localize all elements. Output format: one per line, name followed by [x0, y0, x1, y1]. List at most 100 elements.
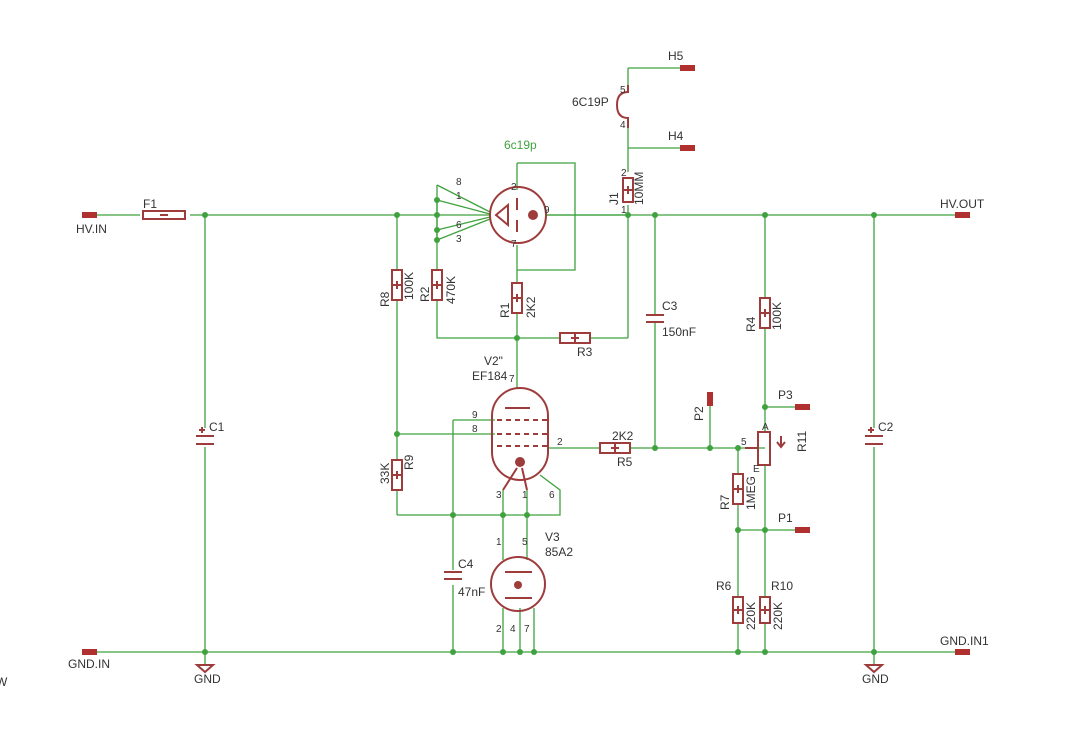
wires	[97, 67, 955, 665]
port-p1: P1	[778, 511, 793, 525]
c1-name: C1	[209, 420, 225, 434]
heater-value: 6C19P	[572, 95, 609, 109]
r4-name: R4	[744, 316, 758, 332]
r9-value: 33K	[378, 463, 392, 484]
port-p2: P2	[692, 406, 706, 421]
r10-value: 220K	[771, 602, 785, 630]
port-h5: H5	[668, 49, 684, 63]
r3-name: R3	[577, 345, 593, 359]
r2-value: 470K	[444, 276, 458, 304]
capacitor-c3	[646, 314, 664, 323]
pin-number: 4	[620, 120, 626, 131]
c2-name: C2	[878, 420, 894, 434]
resistor-r9	[391, 459, 403, 491]
pin-number: 7	[524, 624, 530, 635]
j1-value: 10MM	[632, 172, 646, 205]
pin-number: 3	[496, 490, 502, 501]
pin-number: 1	[496, 537, 502, 548]
pin-number: A	[762, 422, 769, 433]
capacitor-c4	[444, 571, 462, 580]
trimmer-r11	[745, 431, 786, 466]
r11-name: R11	[795, 431, 809, 452]
resistor-r8	[391, 269, 403, 301]
pin-number: 9	[472, 410, 478, 421]
resistor-r2	[431, 269, 443, 301]
j1-name: J1	[607, 192, 621, 205]
fuse-f1	[142, 210, 186, 220]
r5-value: 2K2	[612, 429, 634, 443]
pin-number: 6	[549, 490, 555, 501]
tube-v3	[490, 556, 546, 612]
pin-number: 2	[496, 624, 502, 635]
r5-name: R5	[617, 455, 633, 469]
capacitor-c1	[196, 427, 214, 445]
r7-value: 1MEG	[744, 476, 758, 510]
v3-name: V3	[545, 530, 560, 544]
gnd-label-right: GND	[862, 672, 889, 686]
pin-number: 7	[509, 374, 515, 385]
port-hv-out: HV.OUT	[940, 197, 985, 211]
v3-value: 85A2	[545, 545, 573, 559]
r7-name: R7	[718, 494, 732, 510]
pin-numbers: 8 1 6 3 2 9 7 5 4 2 1 7 9 8 2 3 1 6 1 5 …	[456, 85, 769, 635]
junction-dots	[202, 197, 877, 655]
r1-name: R1	[498, 302, 512, 318]
pin-number: 2	[557, 437, 563, 448]
pin-number: 1	[522, 490, 528, 501]
resistor-r6	[732, 596, 744, 624]
c3-value: 150nF	[662, 325, 696, 339]
pin-number: 6	[456, 220, 462, 231]
r1-value: 2K2	[524, 296, 538, 318]
f1-name: F1	[143, 197, 157, 211]
r6-name: R6	[716, 579, 732, 593]
resistor-r7	[732, 473, 744, 505]
tube-top-name: 6c19p	[504, 138, 537, 152]
pin-number: 7	[511, 239, 517, 250]
resistor-r5	[599, 442, 631, 454]
port-gnd-in: GND.IN	[68, 657, 110, 671]
gnd-label-left: GND	[194, 672, 221, 686]
port-h4: H4	[668, 129, 684, 143]
port-p3: P3	[778, 388, 793, 402]
component-labels: F1 C1 C2 C3 150nF C4 47nF R8 100K R2 470…	[143, 95, 894, 630]
pin-number: 2	[511, 182, 517, 193]
port-gnd-in1: GND.IN1	[940, 634, 989, 648]
resistor-r4	[759, 297, 771, 329]
pin-number: 5	[522, 537, 528, 548]
heater-coil	[615, 85, 629, 128]
pin-number: 1	[456, 191, 462, 202]
c4-name: C4	[458, 557, 474, 571]
edge-fragment: W	[0, 675, 8, 689]
capacitor-c2	[865, 427, 883, 445]
r8-name: R8	[378, 291, 392, 307]
v2-value: EF184	[472, 369, 508, 383]
port-hv-in: HV.IN	[76, 222, 107, 236]
resistor-r3	[559, 332, 591, 344]
r10-name: R10	[771, 579, 793, 593]
c4-value: 47nF	[458, 585, 485, 599]
pin-number: E	[753, 464, 760, 475]
pin-number: 2	[621, 168, 627, 179]
pin-number: 1	[621, 205, 627, 216]
port-labels: HV.IN GND.IN HV.OUT GND.IN1 H5 H4 P3 P1 …	[0, 49, 989, 689]
port-pads	[82, 65, 970, 655]
r8-value: 100K	[402, 272, 416, 300]
resistor-r10	[759, 596, 771, 624]
pin-number: 4	[510, 624, 516, 635]
v2-name: V2"	[484, 354, 503, 368]
resistor-r1	[511, 282, 523, 314]
pin-number: 3	[456, 234, 462, 245]
pin-number: 9	[544, 205, 550, 216]
r4-value: 100K	[770, 302, 784, 330]
tube-v2	[491, 387, 549, 491]
r2-name: R2	[418, 286, 432, 302]
jumper-j1	[622, 177, 634, 203]
r6-value: 220K	[744, 602, 758, 630]
pin-number: 5	[741, 437, 747, 448]
c3-name: C3	[662, 299, 678, 313]
pin-number: 5	[620, 85, 626, 96]
pin-number: 8	[456, 177, 462, 188]
gnd-symbol-left	[194, 664, 216, 674]
gnd-symbol-right	[863, 664, 885, 674]
